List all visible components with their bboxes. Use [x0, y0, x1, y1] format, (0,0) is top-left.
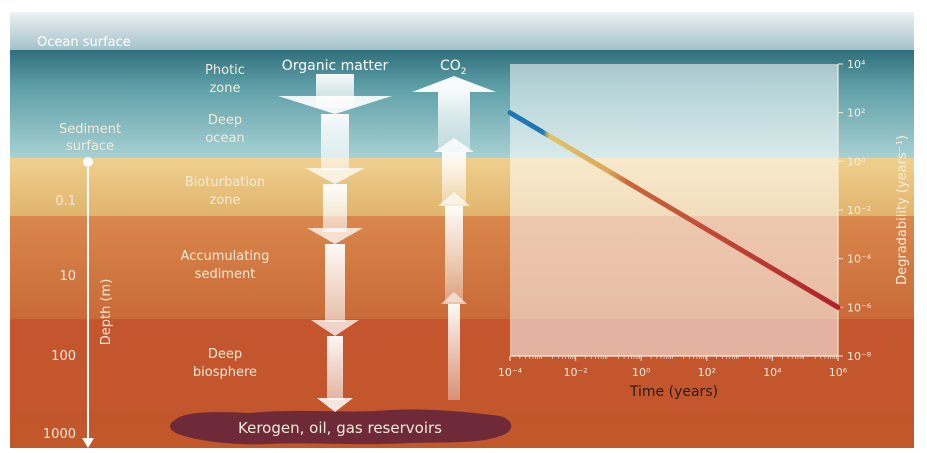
depth-axis-title: Depth (m): [99, 279, 114, 346]
reservoir-blob: [170, 409, 512, 445]
depth-axis-arrowhead: [82, 438, 94, 448]
x-tick-label: 10⁰: [632, 366, 651, 379]
y-tick-label: 10⁻⁸: [847, 350, 872, 363]
y-tick-label: 10⁻⁶: [847, 301, 872, 314]
co2-label: CO2: [440, 58, 467, 77]
x-tick-label: 10⁶: [829, 366, 848, 379]
bioturbation-label-line2: zone: [209, 193, 240, 208]
x-axis-title: Time (years): [629, 384, 718, 400]
sediment-surface-label-line1: Sediment: [59, 122, 121, 137]
deep-biosphere-label-line1: Deep: [208, 347, 242, 362]
x-tick-label: 10²: [698, 366, 716, 379]
sediment-surface-label-line2: surface: [66, 139, 114, 154]
co2-arrow: [412, 76, 496, 400]
organic-matter-arrow: [278, 74, 392, 412]
deep-ocean-label-line2: ocean: [205, 131, 244, 146]
organic-matter-label: Organic matter: [282, 58, 389, 74]
depth-tick-10: 10: [59, 269, 76, 284]
x-tick-label: 10⁻⁴: [498, 366, 523, 379]
y-tick-label: 10²: [847, 107, 865, 120]
y-tick-label: 10⁻⁴: [847, 253, 872, 266]
bioturbation-label-line1: Bioturbation: [185, 175, 265, 190]
accumulating-label-line2: sediment: [195, 267, 256, 282]
photic-zone-label-line2: zone: [209, 81, 240, 96]
y-tick-label: 10⁰: [847, 155, 866, 168]
accumulating-label-line1: Accumulating: [181, 249, 270, 264]
degradability-line: [507, 110, 841, 310]
photic-zone-label-line1: Photic: [205, 63, 245, 78]
y-axis-title: Degradability (years⁻¹): [895, 135, 910, 285]
y-tick-label: 10⁴: [847, 58, 866, 71]
depth-tick-1000: 1000: [43, 427, 76, 442]
x-tick-label: 10⁴: [763, 366, 782, 379]
degradability-chart: 10⁻⁴ 10⁻² 10⁰ 10² 10⁴ 10⁶ Time (years) 10⁴ 10² 10…: [498, 58, 910, 400]
y-tick-label: 10⁻²: [847, 204, 871, 217]
sky-band: [10, 12, 914, 52]
carbon-cycle-diagram: Kerogen, oil, gas reservoirs Ocean surfa…: [10, 12, 914, 448]
depth-tick-100: 100: [51, 349, 76, 364]
sediment-surface-marker: [83, 157, 93, 167]
reservoirs-label: Kerogen, oil, gas reservoirs: [238, 419, 442, 437]
ocean-surface-label: Ocean surface: [37, 35, 131, 50]
deep-biosphere-label-line2: biosphere: [193, 365, 257, 380]
x-tick-label: 10⁻²: [563, 366, 587, 379]
diagram-frame: Kerogen, oil, gas reservoirs Ocean surfa…: [10, 12, 914, 448]
deep-ocean-label-line1: Deep: [208, 113, 242, 128]
depth-tick-0-1: 0.1: [55, 194, 76, 209]
